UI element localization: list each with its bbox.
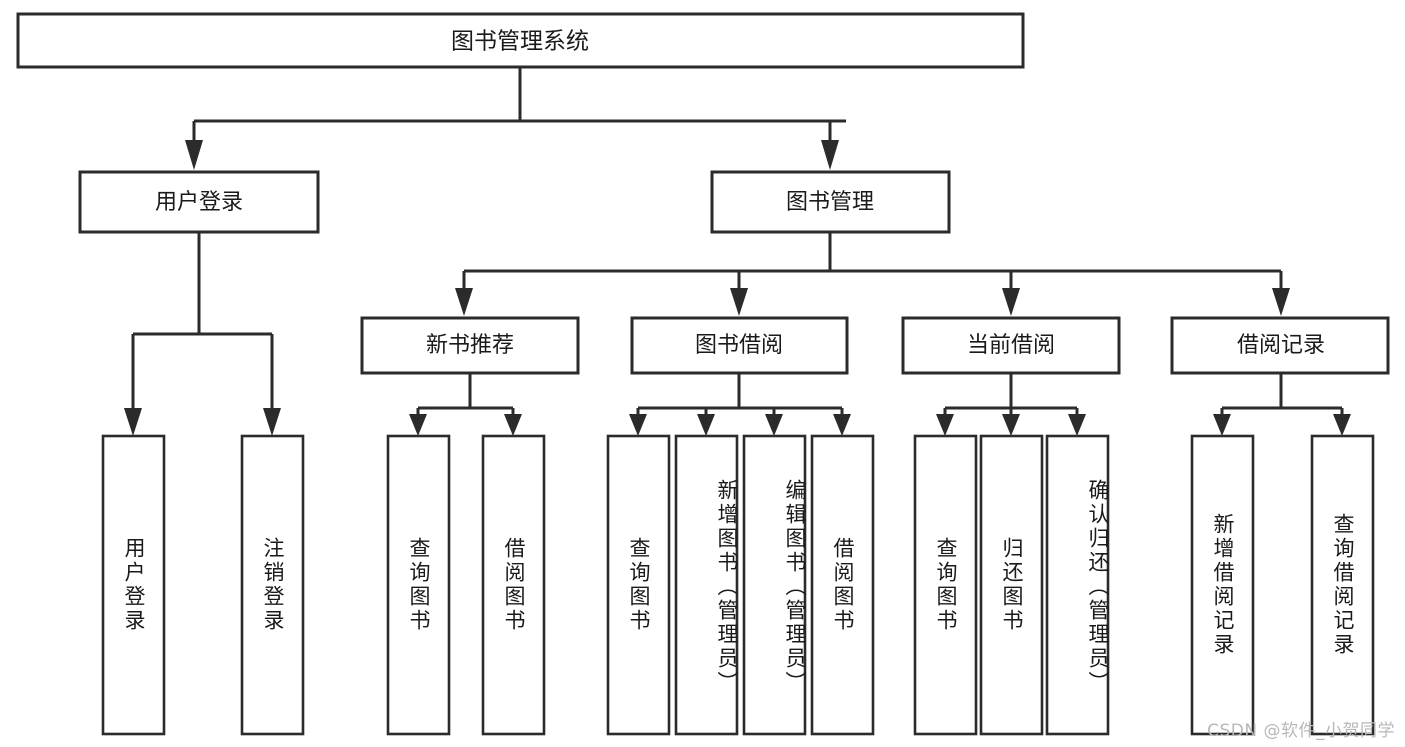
leaf-box[interactable] (979, 434, 1044, 736)
connector-currentborrow-to-leaves (936, 373, 1086, 436)
leaf-box[interactable] (481, 434, 546, 736)
leaf-box[interactable] (1190, 434, 1255, 736)
level3-label-new-book-recommend: 新书推荐 (426, 333, 514, 358)
connector-bookborrow-to-leaves (629, 373, 851, 436)
level3-label-current-borrow: 当前借阅 (967, 333, 1055, 358)
node-root[interactable] (16, 12, 1025, 69)
csdn-watermark: CSDN @软件_小贺同学 (1207, 721, 1395, 741)
level3-label-book-borrow: 图书借阅 (695, 333, 783, 358)
leaf-box[interactable] (1045, 434, 1110, 736)
node-user-login[interactable] (78, 170, 320, 234)
level3-label-borrow-record: 借阅记录 (1237, 333, 1325, 358)
node-current-borrow[interactable] (901, 316, 1121, 375)
leaf-box[interactable] (606, 434, 671, 736)
leaf-box[interactable] (810, 434, 875, 736)
connector-newbook-to-leaves (409, 373, 522, 436)
leaf-box[interactable] (913, 434, 978, 736)
leaf-box[interactable] (1310, 434, 1375, 736)
leaf-box[interactable] (101, 434, 166, 736)
leaf-box[interactable] (386, 434, 451, 736)
connector-root-to-level2 (185, 68, 846, 170)
connector-borrowrecord-to-leaves (1213, 373, 1351, 436)
leaf-box[interactable] (742, 434, 807, 736)
level2-label-book-management: 图书管理 (786, 190, 874, 215)
leaf-box[interactable] (674, 434, 739, 736)
node-new-book-recommend[interactable] (360, 316, 580, 375)
connector-bookmgmt-to-level3 (455, 232, 1290, 316)
leaf-box[interactable] (240, 434, 305, 736)
level2-label-user-login: 用户登录 (155, 190, 243, 215)
root-label: 图书管理系统 (451, 29, 589, 55)
connector-userlogin-to-leaves (124, 232, 281, 436)
